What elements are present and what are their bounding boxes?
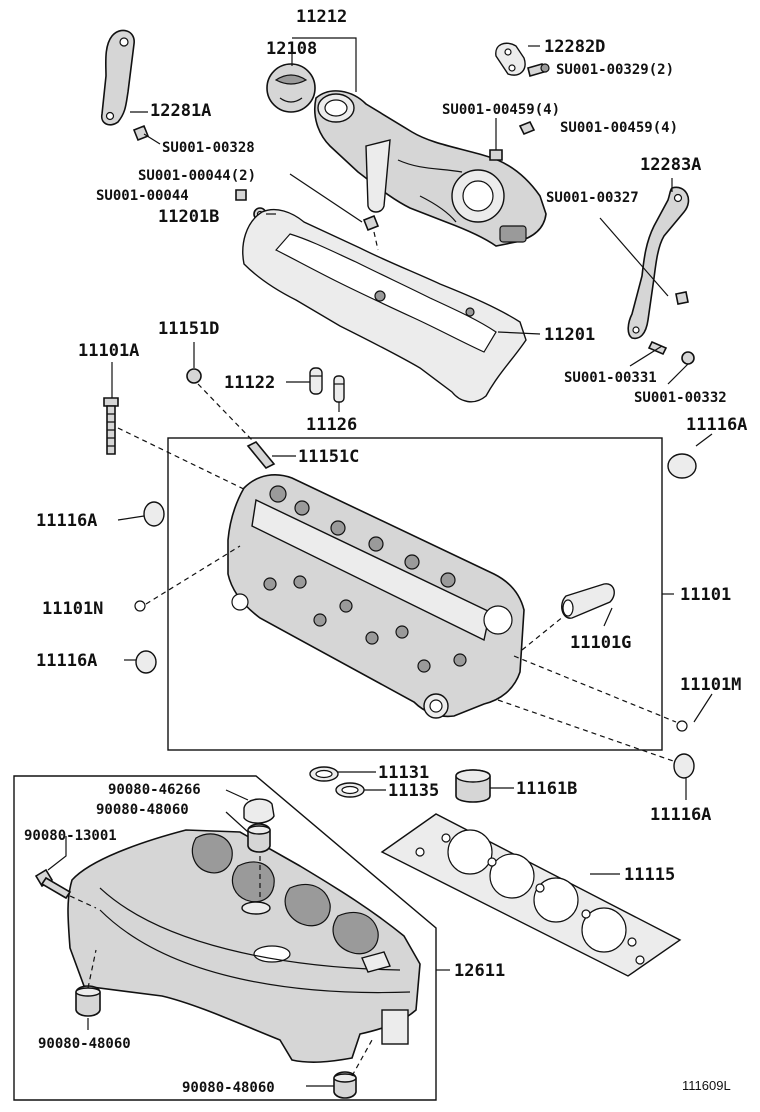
plug-11116a-top-right [667, 453, 697, 479]
diagram-code: 111609L [682, 1078, 731, 1093]
bolt-su001-00329 [527, 63, 550, 77]
label-12282d: 12282D [544, 37, 605, 57]
label-11116a-bottom-right: 11116A [650, 805, 711, 825]
bolt-su001-00459-left [489, 118, 503, 161]
valve-seal-11126 [333, 375, 345, 403]
bolt-su001-00327 [675, 291, 689, 305]
label-su001-00459-right: SU001-00459(4) [560, 120, 678, 136]
label-11161b: 11161B [516, 779, 577, 799]
plug-11116a-left-lower [135, 650, 157, 674]
plug-11116a-left-upper [143, 501, 165, 527]
label-12108: 12108 [266, 39, 317, 59]
pin-11101m [676, 720, 688, 732]
label-90080-48060-bottom: 90080-48060 [182, 1080, 275, 1096]
grommet-90080-48060-top [247, 823, 271, 853]
label-11135: 11135 [388, 781, 439, 801]
label-11151d: 11151D [158, 319, 219, 339]
pin-11101n [134, 600, 146, 612]
bolt-90080-13001 [34, 868, 72, 900]
bolt-su001-00459-right [518, 120, 536, 136]
plate-12282d [495, 42, 526, 76]
grommet-90080-48060-bottom [333, 1071, 357, 1099]
oil-filler-cap-12108 [266, 63, 316, 113]
ring-11135 [335, 782, 365, 798]
label-90080-48060-top: 90080-48060 [96, 802, 189, 818]
valve-guide-11122 [309, 367, 323, 395]
label-su001-00327: SU001-00327 [546, 190, 639, 206]
label-11126: 11126 [306, 415, 357, 435]
label-su001-00044-2: SU001-00044(2) [138, 168, 256, 184]
head-gasket-11115 [380, 813, 682, 977]
label-su001-00331: SU001-00331 [564, 370, 657, 386]
label-11101a: 11101A [78, 341, 139, 361]
stud-11151c [246, 440, 276, 470]
label-11201b: 11201B [158, 207, 219, 227]
engine-cover-frame [13, 775, 437, 1101]
label-su001-00328: SU001-00328 [162, 140, 255, 156]
label-su001-00044: SU001-00044 [96, 188, 189, 204]
engine-cover-12611 [67, 829, 421, 1063]
cylinder-head-11101 [227, 474, 525, 719]
label-11212: 11212 [296, 7, 347, 27]
label-su001-00459-left: SU001-00459(4) [442, 102, 560, 118]
label-12611: 12611 [454, 961, 505, 981]
label-11151c: 11151C [298, 447, 359, 467]
leader-lines [47, 37, 713, 1087]
bolt-su001-00044 [235, 189, 247, 201]
label-12281a: 12281A [150, 101, 211, 121]
nut-su001-00332 [681, 351, 695, 365]
label-su001-00332: SU001-00332 [634, 390, 727, 406]
label-90080-13001: 90080-13001 [24, 828, 117, 844]
label-90080-48060-left: 90080-48060 [38, 1036, 131, 1052]
plug-11161b [455, 769, 491, 803]
bolt-su001-00328 [132, 124, 161, 145]
label-11201: 11201 [544, 325, 595, 345]
bracket-12281a [100, 29, 135, 126]
cover-gasket-11201 [242, 208, 527, 403]
label-11122: 11122 [224, 373, 275, 393]
grommet-90080-48060-left [75, 985, 101, 1017]
grommet-90080-46266 [243, 798, 275, 824]
label-90080-46266: 90080-46266 [108, 782, 201, 798]
tube-11101g [561, 583, 615, 619]
label-11116a-left-upper: 11116A [36, 511, 97, 531]
nut-11151d [186, 368, 202, 384]
ring-11131 [309, 766, 339, 782]
label-11116a-top-right: 11116A [686, 415, 747, 435]
bolt-su001-00044-2 [362, 214, 380, 251]
label-11116a-left-lower: 11116A [36, 651, 97, 671]
stud-bolt-11101a [103, 397, 119, 455]
cylinder-head-cover-11212 [314, 90, 547, 247]
label-11101: 11101 [680, 585, 731, 605]
label-su001-00329: SU001-00329(2) [556, 62, 674, 78]
label-11101m: 11101M [680, 675, 741, 695]
label-11101n: 11101N [42, 599, 103, 619]
label-11101g: 11101G [570, 633, 631, 653]
label-12283a: 12283A [640, 155, 701, 175]
label-11115: 11115 [624, 865, 675, 885]
label-11131: 11131 [378, 763, 429, 783]
plug-11116a-bottom-right [673, 753, 695, 779]
bracket-12283a [627, 186, 690, 340]
